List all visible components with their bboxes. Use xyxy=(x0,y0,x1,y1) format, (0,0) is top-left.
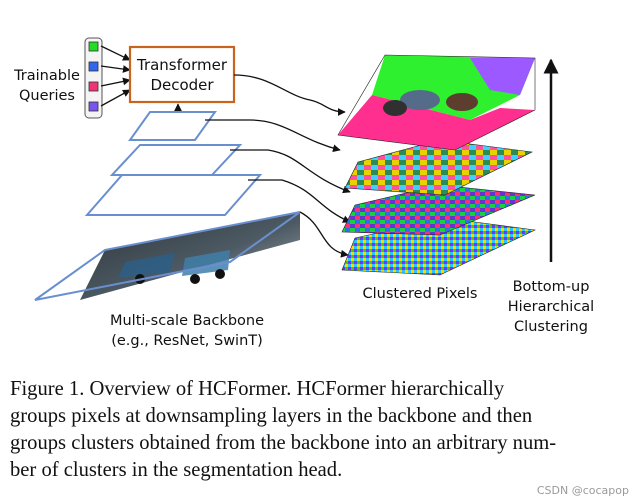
input-image xyxy=(80,212,300,300)
figure-caption: Figure 1. Overview of HCFormer. HCFormer… xyxy=(10,376,620,484)
trainable-queries-label-line1: Trainable xyxy=(14,68,80,84)
hierarchical-clustering-label-line3: Clustering xyxy=(514,319,588,335)
transformer-decoder-label-line2: Decoder xyxy=(150,76,214,94)
backbone-label: Multi-scale Backbone (e.g., ResNet, Swin… xyxy=(92,311,282,351)
backbone-label-line1: Multi-scale Backbone xyxy=(109,313,265,329)
caption-line-2: groups pixels at downsampling layers in … xyxy=(10,405,533,427)
query-tray xyxy=(84,37,103,119)
transformer-decoder-label-line1: Transformer xyxy=(136,56,227,74)
backbone-layer-1 xyxy=(34,211,301,301)
query-token-2 xyxy=(88,61,99,72)
caption-line-3: groups clusters obtained from the backbo… xyxy=(10,432,557,454)
figure-diagram: Trainable Queries Transformer Decoder Cl… xyxy=(8,37,606,351)
query-token-4 xyxy=(88,101,99,112)
hierarchical-clustering-label-line2: Hierarchical xyxy=(507,299,595,315)
transformer-decoder-box xyxy=(128,45,236,104)
hierarchical-clustering-label-line1: Bottom-up xyxy=(512,279,590,295)
caption-line-1: Figure 1. Overview of HCFormer. HCFormer… xyxy=(10,378,505,400)
cluster-layer-level-3 xyxy=(344,139,534,196)
backbone-layer-2 xyxy=(84,174,263,216)
backbone-layer-4 xyxy=(128,111,217,141)
trainable-queries-label-line2: Queries xyxy=(19,88,75,104)
query-token-3 xyxy=(88,81,99,92)
backbone-layer-3 xyxy=(109,144,243,176)
clustered-pixels-label: Clustered Pixels xyxy=(362,286,478,302)
trainable-queries-label: Trainable Queries xyxy=(8,66,86,106)
hierarchical-clustering-label: Bottom-up Hierarchical Clustering xyxy=(496,277,606,337)
watermark: CSDN @cocapop xyxy=(536,484,629,497)
query-token-1 xyxy=(88,41,99,52)
cluster-layer-top xyxy=(337,54,536,151)
caption-line-4: ber of clusters in the segmentation head… xyxy=(10,459,343,481)
backbone-label-line2: (e.g., ResNet, SwinT) xyxy=(111,333,263,349)
figure-svg xyxy=(34,37,559,301)
transformer-decoder-label: Transformer Decoder xyxy=(130,55,234,95)
